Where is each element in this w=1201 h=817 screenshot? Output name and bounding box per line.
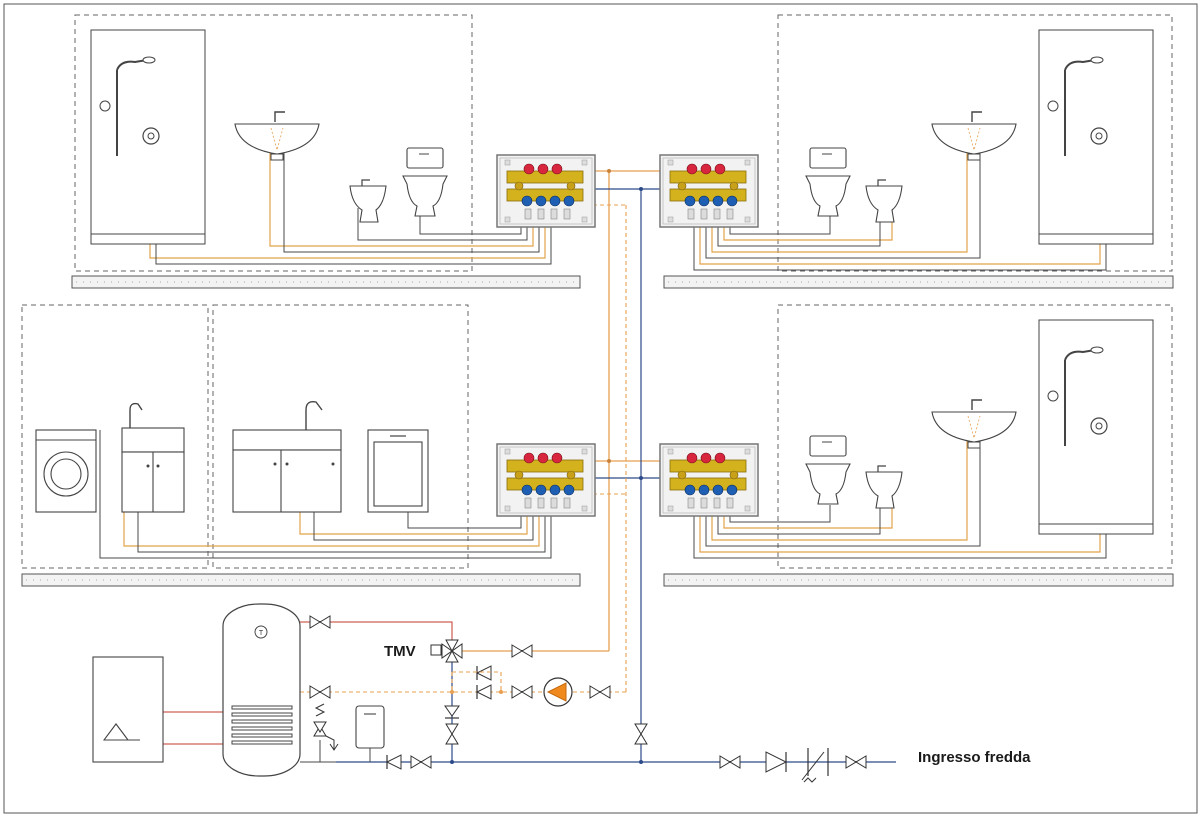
- thermometer-label: T: [259, 630, 264, 637]
- storage-tank-icon: T: [222, 603, 301, 777]
- dishwasher-icon: [367, 429, 429, 513]
- room-kitchen: [212, 304, 469, 569]
- pipes-mid-left: [99, 430, 552, 559]
- manifold-box-icon: [496, 443, 596, 517]
- check-valve-icon: [386, 754, 402, 770]
- valve-icon: [445, 723, 459, 745]
- floor-slab-top-left: [71, 275, 581, 289]
- valve-icon: [845, 755, 867, 769]
- manifold-box-icon: [496, 154, 596, 228]
- pipes-top-left: [149, 146, 552, 265]
- room-bathroom-top-left: [74, 14, 473, 272]
- valve-icon: [634, 723, 648, 745]
- toilet-icon: [805, 147, 851, 217]
- safety-valve-icon: [313, 703, 339, 751]
- valve-icon: [410, 755, 432, 769]
- valve-icon: [511, 644, 533, 658]
- valve-icon: [511, 685, 533, 699]
- check-valve-icon: [444, 705, 460, 719]
- room-laundry: [21, 304, 209, 569]
- check-valve-icon: [476, 684, 492, 700]
- tmv-bypass: [452, 671, 502, 692]
- room-bathroom-top-right: [777, 14, 1173, 272]
- bidet-icon: [349, 179, 387, 223]
- pump-icon: [543, 677, 573, 707]
- hot-from-tank: [300, 621, 453, 640]
- check-valve-icon: [765, 751, 788, 773]
- pipe-junctions: [450, 169, 643, 764]
- manifold-box-icon: [659, 154, 759, 228]
- shower-icon: [1038, 319, 1154, 535]
- cold-inlet-label: Ingresso fredda: [918, 749, 1031, 766]
- pressure-reducer-icon: [801, 748, 829, 783]
- valve-icon: [719, 755, 741, 769]
- valve-icon: [589, 685, 611, 699]
- toilet-icon: [805, 435, 851, 505]
- washbasin-icon: [931, 399, 1017, 449]
- toilet-icon: [402, 147, 448, 217]
- floor-slab-mid-left: [21, 573, 581, 587]
- kitchen-cabinet-icon: [232, 400, 342, 513]
- washing-machine-icon: [35, 429, 97, 513]
- washbasin-icon: [931, 111, 1017, 161]
- recirculation-riser: [593, 204, 627, 692]
- shower-icon: [90, 29, 206, 245]
- valve-icon: [309, 685, 331, 699]
- diagram-frame: [3, 3, 1198, 814]
- shower-icon: [1038, 29, 1154, 245]
- expansion-vessel-icon: [355, 705, 385, 749]
- boiler-icon: [92, 656, 164, 763]
- valve-icon: [309, 615, 331, 629]
- sink-cabinet-icon: [121, 402, 185, 513]
- tmv-mixing-valve-icon: [430, 639, 463, 663]
- heat-exchanger-coil: [231, 705, 293, 745]
- check-valve-icon: [476, 665, 492, 681]
- manifold-box-icon: [659, 443, 759, 517]
- floor-slab-top-right: [663, 275, 1174, 289]
- washbasin-icon: [234, 111, 320, 161]
- bidet-icon: [865, 465, 903, 509]
- bidet-icon: [865, 179, 903, 223]
- floor-slab-mid-right: [663, 573, 1174, 587]
- room-bathroom-mid-right: [777, 304, 1173, 569]
- tmv-label: TMV: [384, 643, 416, 660]
